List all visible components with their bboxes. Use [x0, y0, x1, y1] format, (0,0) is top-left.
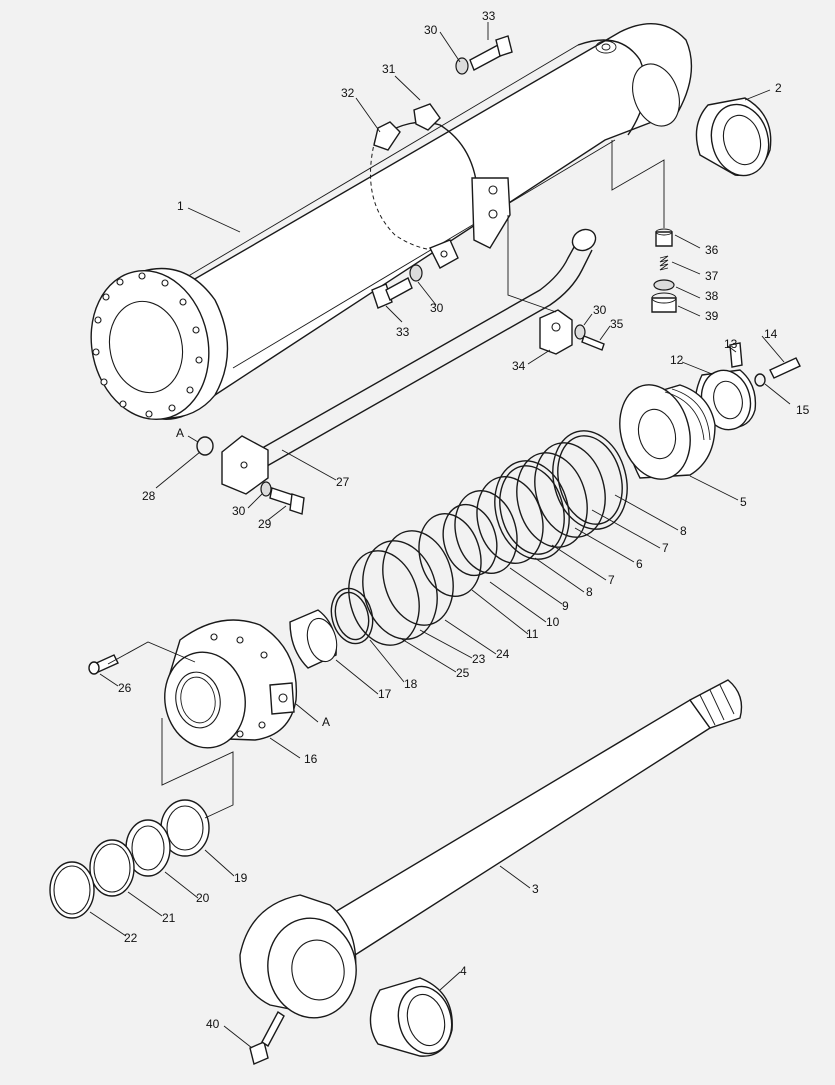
callout-30: 30 — [424, 23, 438, 37]
callout-23: 23 — [472, 652, 486, 666]
callout-4: 4 — [460, 964, 467, 978]
piston-rings — [418, 430, 628, 598]
washer-30-mid — [409, 264, 423, 282]
callout-8: 8 — [586, 585, 593, 599]
callout-16: 16 — [304, 752, 318, 766]
callout-39: 39 — [705, 309, 719, 323]
piston-5 — [619, 384, 716, 480]
cylinder-tube — [90, 23, 693, 421]
callout-17: 17 — [378, 687, 392, 701]
nut-12 — [694, 369, 757, 431]
callout-a: A — [176, 426, 184, 440]
callout-3: 3 — [532, 882, 539, 896]
callout-14: 14 — [764, 327, 778, 341]
callout-30: 30 — [232, 504, 246, 518]
callout-36: 36 — [705, 243, 719, 257]
oring-28 — [196, 436, 214, 456]
pipe-27 — [221, 228, 597, 495]
callout-labels: 33 30 31 32 2 1 36 37 38 39 30 33 30 35 … — [118, 9, 810, 1031]
callout-34: 34 — [512, 359, 526, 373]
callout-32: 32 — [341, 86, 355, 100]
bolt-29 — [269, 487, 305, 515]
callout-30: 30 — [593, 303, 607, 317]
callout-15: 15 — [796, 403, 810, 417]
bushing-2 — [695, 97, 772, 177]
callout-25: 25 — [456, 666, 470, 680]
callout-11: 11 — [526, 627, 539, 641]
pin-14 — [769, 357, 801, 379]
check-valve-parts — [651, 228, 677, 313]
callout-24: 24 — [496, 647, 510, 661]
callout-10: 10 — [546, 615, 560, 629]
callout-8: 8 — [680, 524, 687, 538]
callout-7: 7 — [608, 573, 615, 587]
callout-26: 26 — [118, 681, 132, 695]
washer-30-low — [260, 481, 272, 497]
callout-12: 12 — [670, 353, 684, 367]
callout-37: 37 — [705, 269, 719, 283]
block-34 — [539, 309, 573, 355]
washer-30-right — [574, 324, 586, 340]
callout-33: 33 — [482, 9, 496, 23]
bolt-35 — [581, 335, 605, 351]
callout-28: 28 — [142, 489, 156, 503]
callout-40: 40 — [206, 1017, 220, 1031]
gland-16 — [164, 619, 298, 749]
grease-nipple-40 — [249, 1010, 285, 1065]
callout-a: A — [322, 715, 330, 729]
callout-33: 33 — [396, 325, 410, 339]
pipe-clamp — [370, 103, 511, 269]
callout-22: 22 — [124, 931, 138, 945]
flange-bolt-holes — [92, 272, 203, 418]
callout-38: 38 — [705, 289, 719, 303]
callout-21: 21 — [162, 911, 176, 925]
callout-27: 27 — [336, 475, 350, 489]
callout-30: 30 — [430, 301, 444, 315]
leader-lines — [89, 22, 791, 1049]
bolt-33-mid — [371, 277, 413, 309]
seals-19-22 — [49, 799, 210, 919]
callout-31: 31 — [382, 62, 396, 76]
bushing-4 — [369, 977, 453, 1057]
callout-1: 1 — [177, 199, 184, 213]
bolt-33-top — [469, 35, 513, 71]
screw-26 — [88, 654, 119, 675]
rod-seals — [289, 530, 454, 669]
callout-6: 6 — [636, 557, 643, 571]
callout-5: 5 — [740, 495, 747, 509]
callout-20: 20 — [196, 891, 210, 905]
callout-2: 2 — [775, 81, 782, 95]
callout-35: 35 — [610, 317, 624, 331]
callout-9: 9 — [562, 599, 569, 613]
piston-rod-3 — [239, 679, 743, 1019]
callout-7: 7 — [662, 541, 669, 555]
screw-13 — [729, 342, 743, 368]
callout-18: 18 — [404, 677, 418, 691]
callout-29: 29 — [258, 517, 272, 531]
callout-13: 13 — [724, 337, 738, 351]
callout-19: 19 — [234, 871, 248, 885]
oring-15 — [754, 373, 766, 387]
washer-30-top — [455, 57, 469, 75]
